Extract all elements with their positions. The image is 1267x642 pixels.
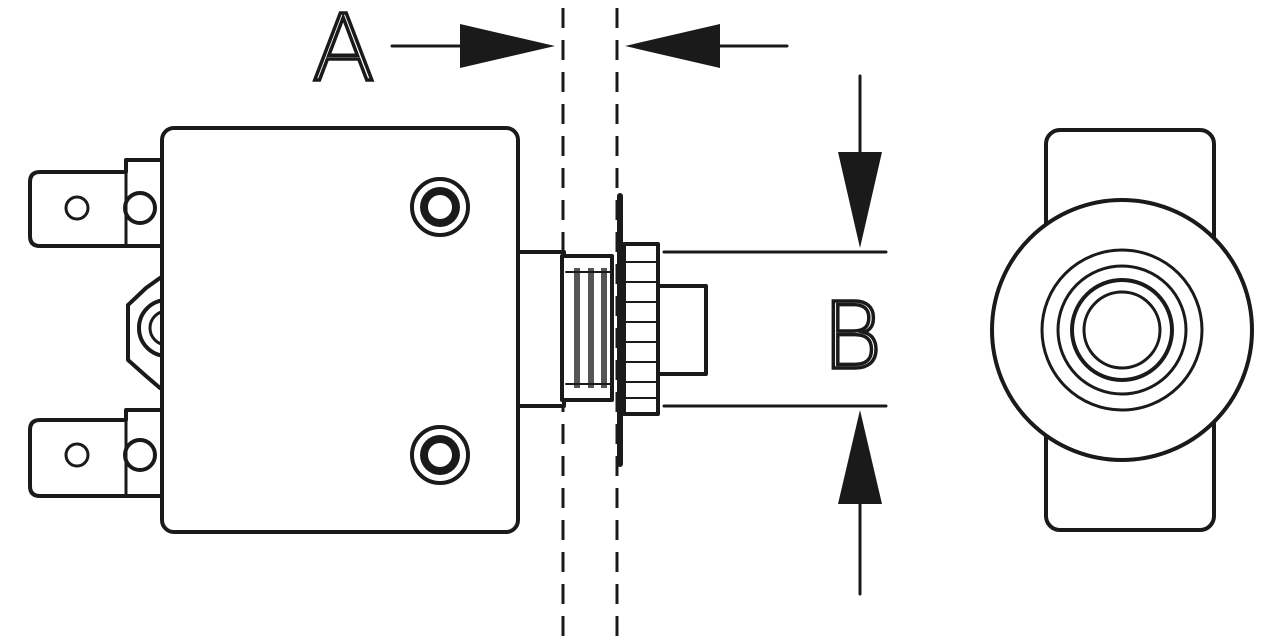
dimension-a: A (310, 0, 789, 104)
mounting-hole-bottom-inner-icon (428, 443, 452, 467)
bushing-assembly (516, 193, 708, 467)
breaker-body (160, 126, 520, 534)
mounting-hole-top-outer-icon (410, 177, 470, 237)
breaker-end-view (990, 128, 1254, 532)
end-view-ring-middle (1056, 264, 1188, 396)
dimension-b-arrow-up-icon (838, 410, 882, 504)
knurled-nut (622, 242, 660, 416)
dimension-a-reference-lines (561, 8, 619, 640)
dimension-a-arrow-left-icon (625, 24, 720, 68)
terminal-bottom (28, 408, 162, 498)
terminal-top (28, 158, 162, 248)
dimension-a-label: A (312, 0, 375, 102)
end-view-button-inner (1082, 290, 1162, 370)
mounting-hole-top-inner-icon (428, 195, 452, 219)
terminal-top-rivet-icon (123, 191, 157, 225)
dimension-b-label: B (822, 283, 882, 390)
dimension-b-arrow-down-icon (838, 152, 882, 248)
dimension-a-arrow-right-icon (460, 24, 555, 68)
terminal-top-hole-icon (64, 195, 90, 221)
end-view-nut-outline (990, 198, 1254, 462)
mounting-hole-bottom-outer-icon (410, 425, 470, 485)
reset-button (656, 284, 708, 376)
bushing-collar (516, 250, 566, 408)
end-view-ring-outer (1040, 248, 1204, 412)
terminal-bottom-rivet-icon (123, 438, 157, 472)
dimension-b: B (662, 74, 888, 596)
terminal-bottom-hole-icon (64, 442, 90, 468)
end-view-button (1070, 278, 1174, 382)
